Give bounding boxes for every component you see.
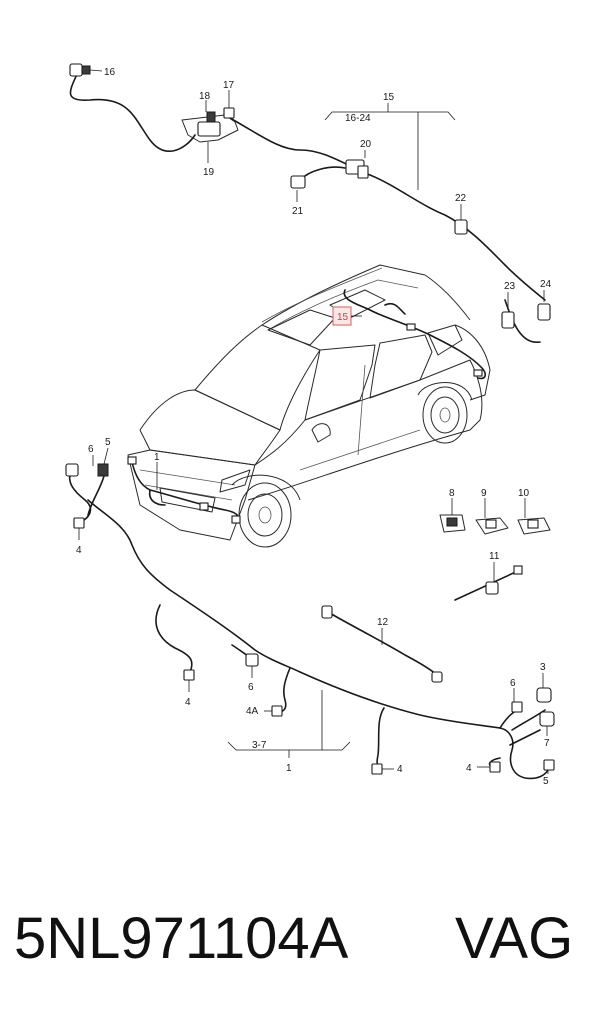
callout-4-left: 4 bbox=[76, 545, 82, 556]
callout-9: 9 bbox=[481, 488, 487, 499]
front-harness bbox=[68, 469, 549, 780]
callout-5-left: 5 bbox=[105, 437, 111, 448]
brand-label: VAG bbox=[455, 906, 573, 971]
callout-labels: 16 17 18 19 15 16-24 20 21 22 23 24 15 1… bbox=[76, 67, 552, 787]
part-11 bbox=[454, 562, 523, 601]
connector-21 bbox=[290, 175, 306, 202]
callout-12: 12 bbox=[377, 617, 389, 628]
callout-22: 22 bbox=[455, 193, 467, 204]
connector-23 bbox=[501, 292, 515, 329]
callout-4-mid: 4 bbox=[185, 697, 191, 708]
callout-7: 7 bbox=[544, 738, 550, 749]
part-12 bbox=[321, 605, 443, 683]
part-10 bbox=[517, 498, 551, 535]
callout-6-mid: 6 bbox=[248, 682, 254, 693]
callout-4-low: 4 bbox=[397, 764, 403, 775]
callout-21: 21 bbox=[292, 206, 304, 217]
callout-16-top: 16 bbox=[104, 67, 116, 78]
bracket-18-19 bbox=[181, 90, 239, 163]
callout-6-left: 6 bbox=[88, 444, 94, 455]
callout-23: 23 bbox=[504, 281, 516, 292]
callout-3-right: 3 bbox=[540, 662, 546, 673]
callout-15-box: 15 bbox=[337, 312, 349, 323]
callout-8: 8 bbox=[449, 488, 455, 499]
roof-harness bbox=[343, 289, 487, 380]
group-bracket-15 bbox=[324, 103, 456, 190]
part-9 bbox=[475, 498, 509, 535]
connector-20 bbox=[345, 150, 369, 179]
callout-18: 18 bbox=[199, 91, 211, 102]
part-number: 5NL971104A bbox=[14, 906, 349, 971]
front-harness-leaders bbox=[78, 447, 549, 774]
part-8 bbox=[439, 498, 466, 533]
connector-24 bbox=[537, 290, 551, 321]
callout-16-24: 16-24 bbox=[345, 113, 371, 124]
callout-6-right: 6 bbox=[510, 678, 516, 689]
callout-20: 20 bbox=[360, 139, 372, 150]
callout-5-right: 5 bbox=[543, 776, 549, 787]
rear-harness bbox=[69, 71, 546, 343]
callout-4a: 4A bbox=[246, 706, 259, 717]
vehicle-outline bbox=[127, 264, 491, 548]
callout-1-group: 1 bbox=[286, 763, 292, 774]
group-bracket-1 bbox=[227, 690, 351, 758]
callout-10: 10 bbox=[518, 488, 530, 499]
connector-22 bbox=[454, 204, 468, 235]
callout-11: 11 bbox=[489, 551, 500, 562]
callout-1-car: 1 bbox=[154, 452, 160, 463]
callout-24: 24 bbox=[540, 279, 552, 290]
callout-3-7: 3-7 bbox=[252, 740, 267, 751]
callout-15-group: 15 bbox=[383, 92, 395, 103]
callout-17: 17 bbox=[223, 80, 235, 91]
callout-19: 19 bbox=[203, 167, 215, 178]
callout-4-right: 4 bbox=[466, 763, 472, 774]
front-harness-connectors bbox=[65, 463, 555, 775]
highlight-box-15 bbox=[332, 306, 362, 326]
connector-16-top bbox=[69, 63, 103, 77]
front-harness-on-car bbox=[127, 456, 241, 524]
